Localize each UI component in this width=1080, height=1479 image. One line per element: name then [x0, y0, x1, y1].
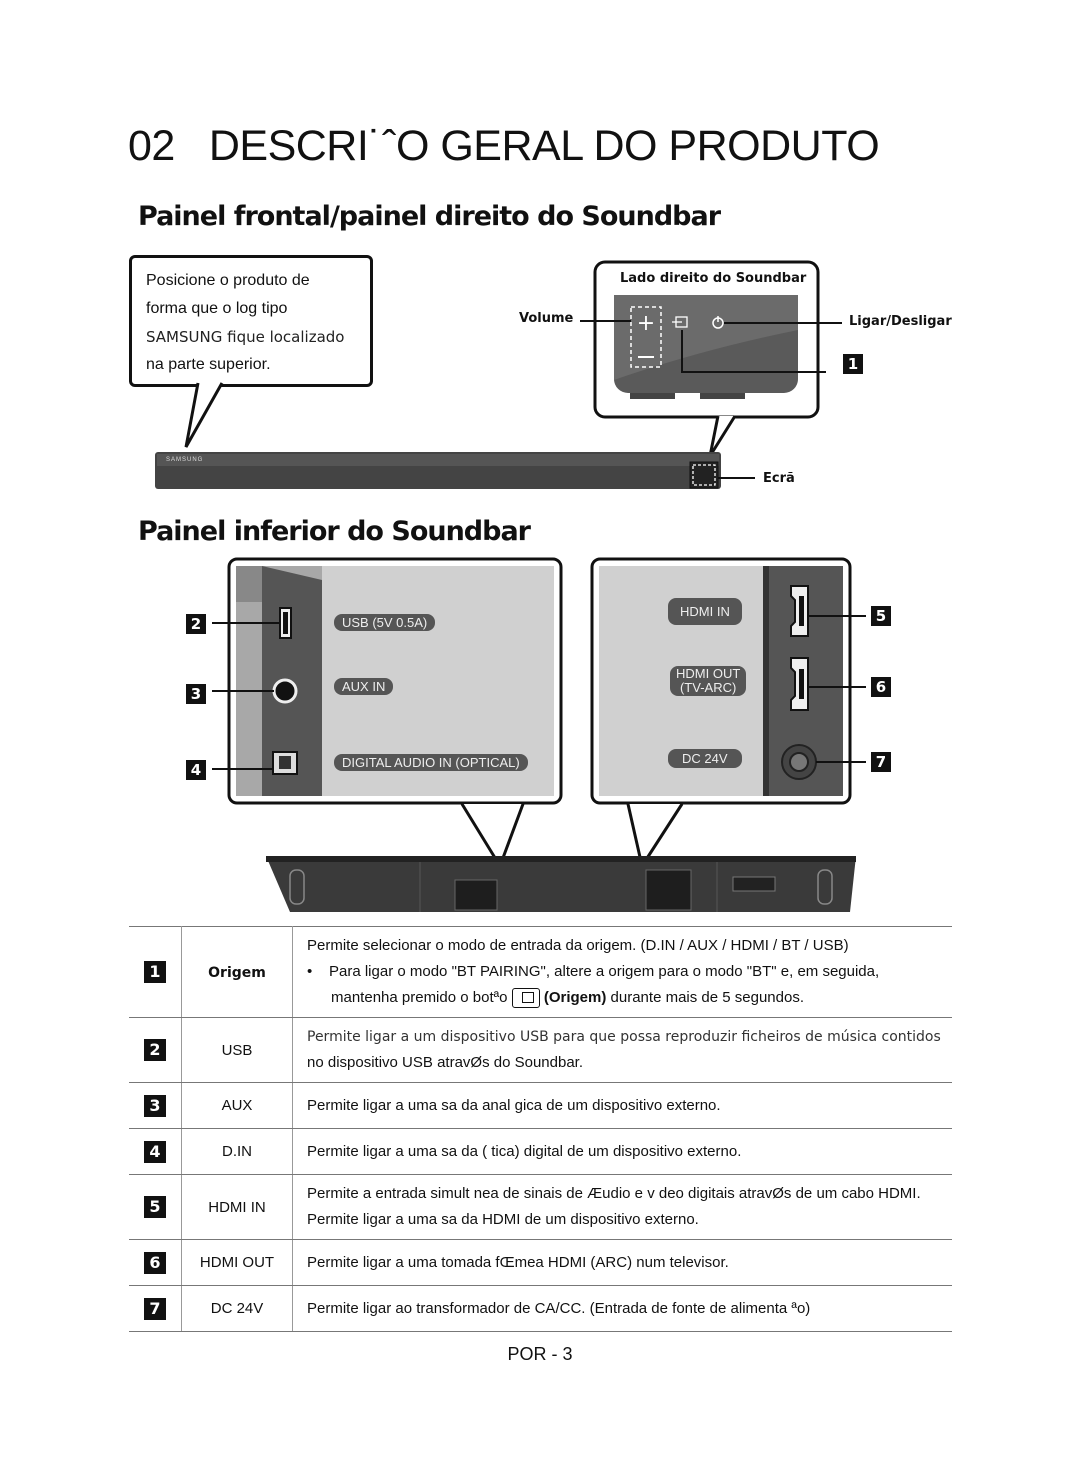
row-desc-bullet: Para ligar o modo "BT PAIRING", altere a… [329, 963, 880, 980]
row-desc: Permite ligar a uma sa da HDMI de um dis… [307, 1211, 699, 1228]
row-number: 2 [144, 1039, 166, 1061]
table-row: 2 USB Permite ligar a um dispositivo USB… [129, 1017, 952, 1083]
bottom-panel-illustration [212, 557, 866, 912]
table-row: 3 AUX Permite ligar a uma sa da anal gic… [129, 1082, 952, 1129]
bottom-panel-heading: Painel inferior do Soundbar [138, 516, 531, 547]
row-desc-bold: (Origem) [543, 989, 607, 1006]
row-name: D.IN [181, 1128, 293, 1175]
row-number: 5 [144, 1196, 166, 1218]
hdmi-out-label: HDMI OUT (TV-ARC) [670, 666, 747, 696]
row-name: DC 24V [181, 1285, 293, 1332]
row-desc: Permite ligar a uma sa da ( tica) digita… [292, 1128, 952, 1175]
hdmi-out-label-line1: HDMI OUT [676, 666, 741, 681]
chapter-number: 02 [128, 122, 175, 170]
bullet: • [307, 963, 313, 980]
row-name: AUX [181, 1082, 293, 1129]
bar-logo: SAMSUNG [166, 457, 204, 463]
row-name: HDMI OUT [181, 1239, 293, 1286]
marker-4: 4 [186, 760, 206, 780]
hdmi-out-label-line2: (TV-ARC) [679, 680, 737, 695]
row-number: 7 [144, 1297, 166, 1320]
row-desc: no dispositivo USB atravØs do Soundbar. [307, 1054, 583, 1071]
row-name: HDMI IN [181, 1174, 293, 1240]
row-number: 6 [144, 1251, 166, 1274]
table-row: 4 D.IN Permite ligar a uma sa da ( tica)… [129, 1128, 952, 1175]
optical-port-label: DIGITAL AUDIO IN (OPTICAL) [334, 754, 528, 771]
row-desc: Permite ligar a uma sa da anal gica de u… [292, 1082, 952, 1129]
svg-text:+: + [637, 311, 655, 336]
placement-callout: Posicione o produto de forma que o log t… [129, 255, 373, 387]
marker-2: 2 [186, 614, 206, 634]
marker-6: 6 [871, 677, 891, 697]
aux-port-label: AUX IN [334, 678, 394, 695]
callout-line-4: na parte superior. [146, 356, 271, 373]
callout-line-1: Posicione o produto de [146, 272, 310, 289]
marker-1: 1 [843, 354, 863, 374]
row-desc-part: mantenha premido o botªo [331, 989, 508, 1006]
row-desc: Permite ligar a um dispositivo USB para … [307, 1029, 941, 1045]
spec-table: 1 Origem Permite selecionar o modo de en… [129, 926, 952, 1332]
page-number: POR - 3 [507, 1344, 573, 1364]
row-desc: Permite a entrada simult nea de sinais d… [307, 1185, 921, 1202]
marker-7: 7 [871, 752, 891, 772]
row-desc: Permite ligar a uma tomada fŒmea HDMI (A… [292, 1239, 952, 1286]
side-label: Lado direito do Soundbar [620, 271, 807, 286]
table-row: 6 HDMI OUT Permite ligar a uma tomada fŒ… [129, 1239, 952, 1286]
volume-label: Volume [519, 311, 574, 326]
usb-port-label: USB (5V 0.5A) [334, 614, 436, 631]
table-row: 7 DC 24V Permite ligar ao transformador … [129, 1285, 952, 1332]
page-title: 02 DESCRI˙ˆO GERAL DO PRODUTO [128, 122, 880, 171]
chapter-title: DESCRI˙ˆO GERAL DO PRODUTO [208, 122, 880, 170]
hdmi-in-label: HDMI IN [668, 598, 742, 625]
table-row: 5 HDMI IN Permite a entrada simult nea d… [129, 1174, 952, 1240]
row-name: USB [181, 1017, 293, 1083]
row-number: 3 [144, 1094, 166, 1117]
row-desc: Permite selecionar o modo de entrada da … [307, 937, 849, 954]
front-panel-heading: Painel frontal/painel direito do Soundba… [138, 201, 721, 232]
source-icon [511, 988, 540, 1009]
row-name: Origem [208, 964, 266, 981]
table-row: 1 Origem Permite selecionar o modo de en… [129, 926, 952, 1018]
row-desc: Permite ligar ao transformador de CA/CC.… [292, 1285, 952, 1332]
row-number: 1 [144, 961, 166, 983]
row-number: 4 [144, 1140, 166, 1163]
front-panel-illustration: + [155, 260, 842, 489]
callout-line-3: SAMSUNG fique localizado [146, 328, 345, 346]
marker-5: 5 [871, 606, 891, 626]
display-label: Ecrã [763, 471, 795, 486]
callout-line-2: forma que o log tipo [146, 300, 288, 317]
row-desc-part: durante mais de 5 segundos. [610, 989, 804, 1006]
power-label: Ligar/Desligar [849, 314, 952, 329]
dc-label: DC 24V [668, 749, 742, 768]
marker-3: 3 [186, 684, 206, 704]
